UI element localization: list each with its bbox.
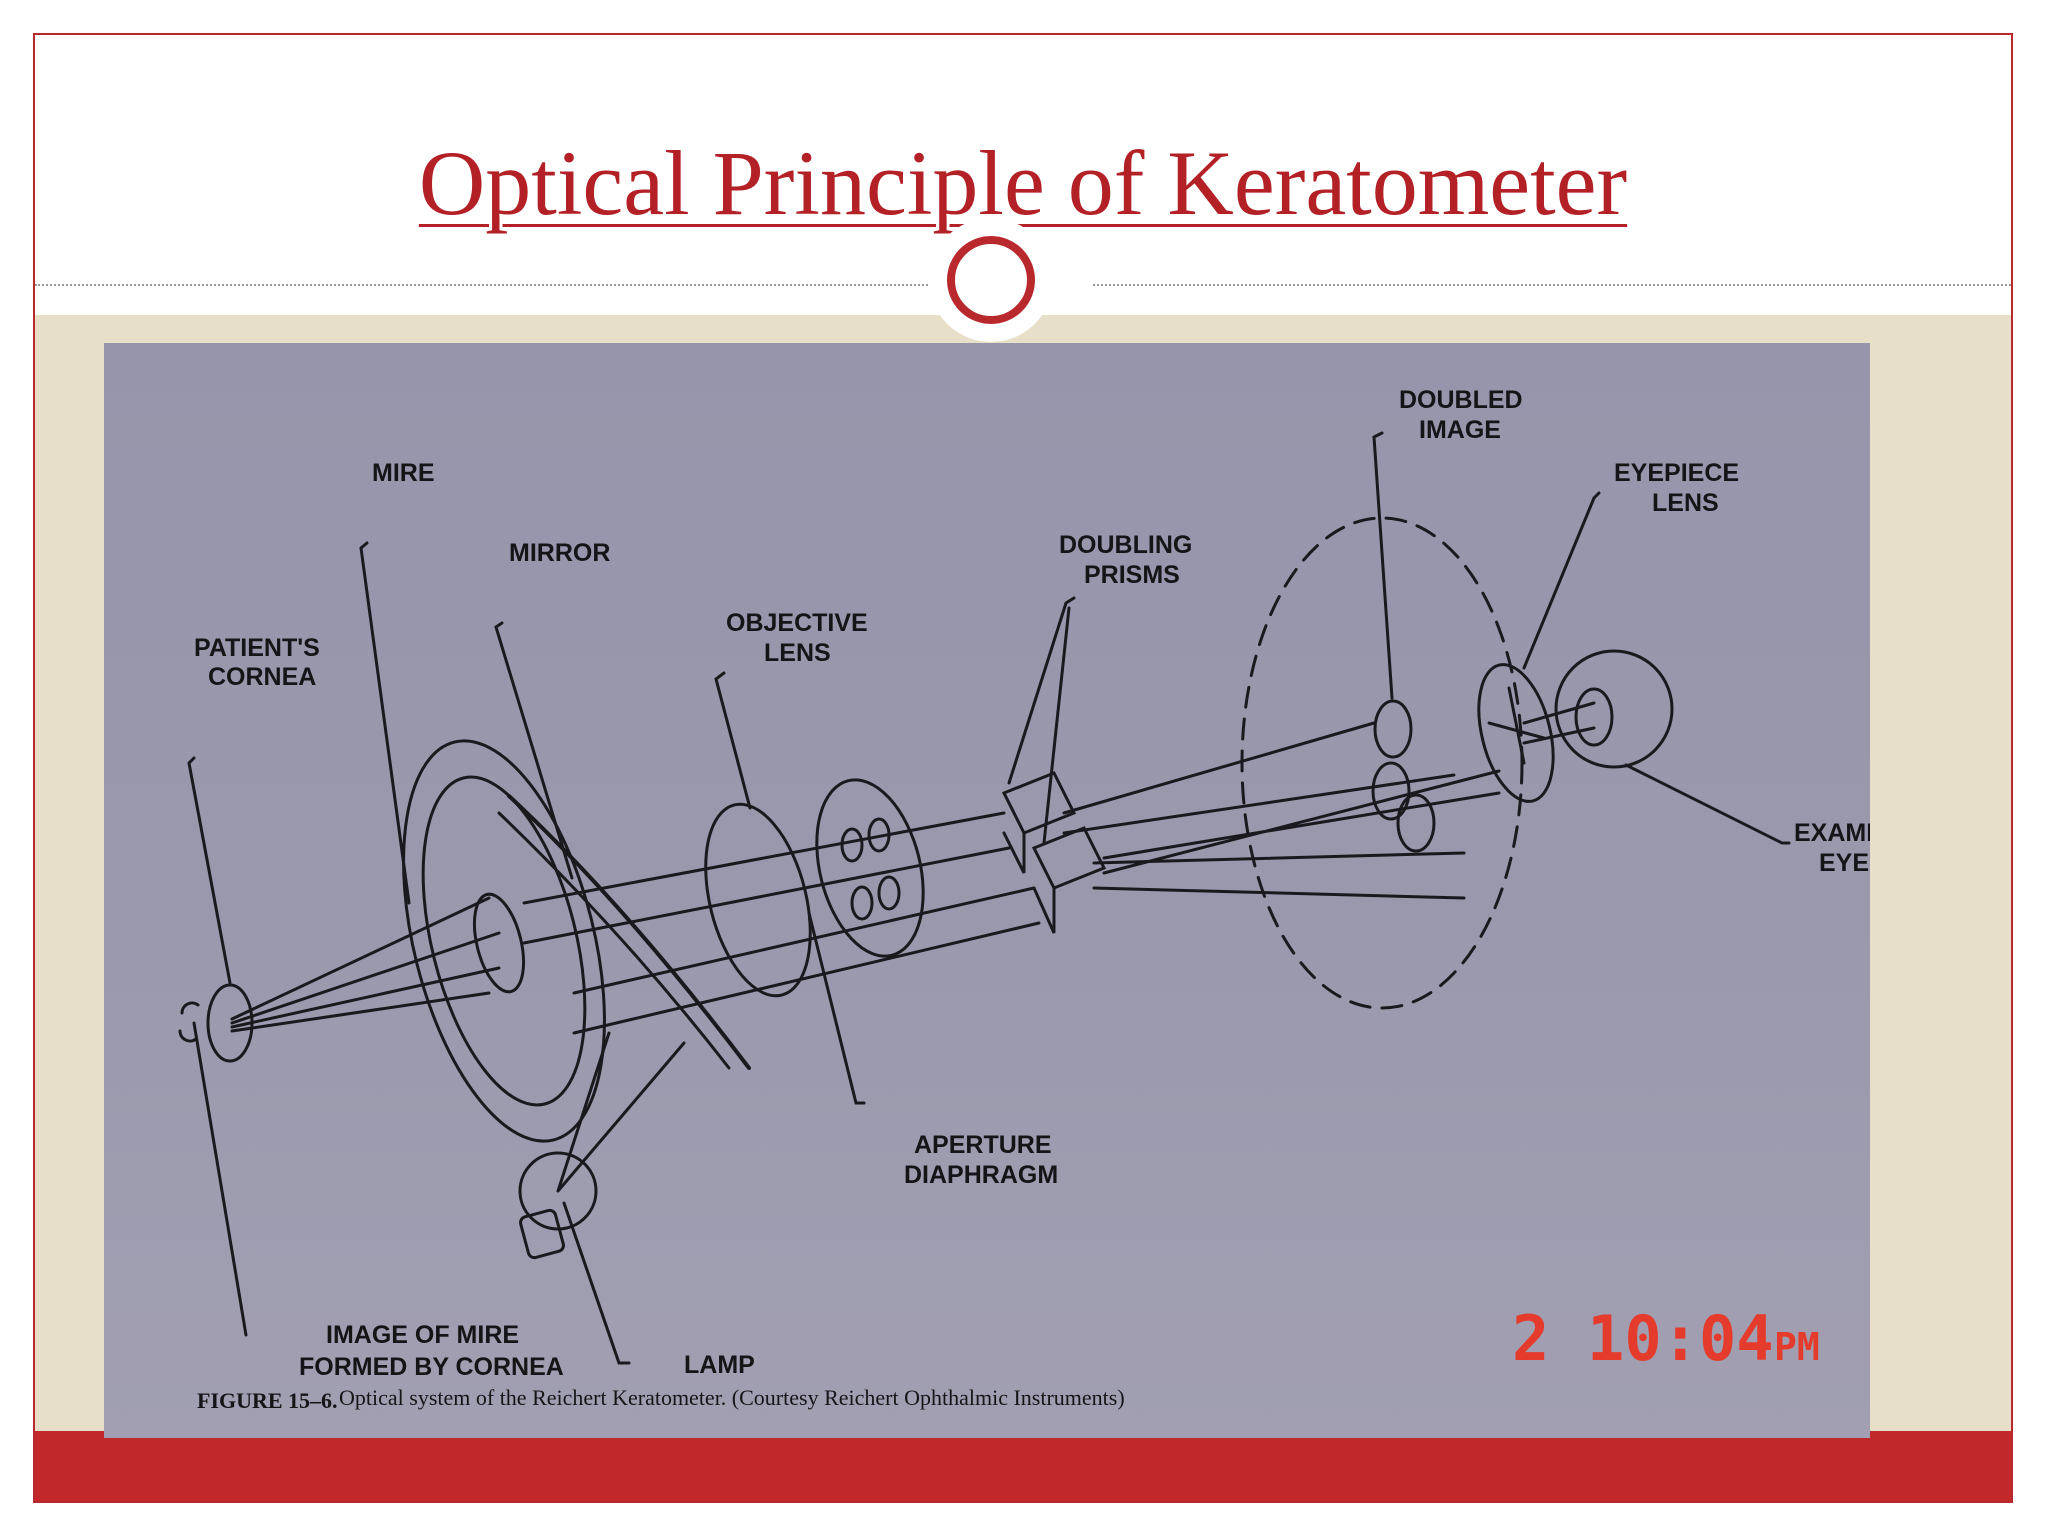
caption-label: FIGURE 15–6. [197,1388,338,1413]
label-aperture-diaphragm-1: APERTURE [914,1131,1052,1159]
timestamp-day: 2 [1512,1302,1549,1375]
cornea-rays [230,896,501,1033]
label-doubled-image-2: IMAGE [1419,416,1501,444]
label-aperture-diaphragm-2: DIAPHRAGM [904,1161,1058,1189]
image-rays [1062,721,1501,900]
leader-cornea [187,756,232,985]
divider-left [35,284,960,286]
examiner-eye-shape [1554,649,1674,769]
leader-lamp [562,1201,631,1365]
leader-mirror [494,621,574,880]
objective-lens-shape [704,802,812,998]
timestamp-time: 10:04 [1587,1302,1774,1375]
leader-mire [359,541,411,905]
leader-image-mire [192,1021,248,1337]
main-rays [522,811,1041,1035]
label-examiner-eye-1: EXAMINE [1794,819,1870,847]
label-objective-lens-1: OBJECTIVE [726,609,868,637]
slide-title: Optical Principle of Keratometer [418,132,1628,234]
timestamp-ampm: PM [1774,1325,1820,1369]
label-eyepiece-lens-2: LENS [1652,489,1719,517]
circle-ring-icon [947,236,1035,324]
caption-text: Optical system of the Reichert Keratomet… [339,1385,1125,1410]
label-examiner-eye-2: EYE [1819,849,1869,877]
label-patients-cornea-2: CORNEA [208,663,316,691]
doubling-prism-lower [1031,826,1107,934]
label-mirror: MIRROR [509,539,610,567]
label-image-of-mire-2: FORMED BY CORNEA [299,1353,564,1381]
divider-right [1093,284,2011,286]
footer-bar [35,1431,2011,1501]
label-doubling-prisms-2: PRISMS [1084,561,1180,589]
label-lamp: LAMP [684,1351,755,1379]
optical-diagram: MIRE MIRROR PATIENT'S CORNEA OBJECTIVE L… [178,386,1870,1413]
label-doubled-image-1: DOUBLED [1399,386,1523,414]
leader-eyepiece [1522,491,1601,670]
doubled-image-boundary [1240,516,1524,1010]
leader-prisms [1007,596,1076,845]
leader-doubled [1372,431,1394,700]
label-image-of-mire-1: IMAGE OF MIRE [326,1321,519,1349]
aperture-diaphragm-shape [815,778,925,958]
leader-objective [714,671,752,810]
label-eyepiece-lens-1: EYEPIECE [1614,459,1739,487]
label-mire: MIRE [372,459,435,487]
leader-aperture [807,911,866,1105]
doubling-prism-upper [1001,771,1077,874]
leader-examiner [1624,763,1791,845]
label-doubling-prisms-1: DOUBLING [1059,531,1192,559]
eyepiece-lens-shape [1477,663,1555,803]
mire-image-shape [178,1001,200,1043]
keratometer-figure: MIRE MIRROR PATIENT'S CORNEA OBJECTIVE L… [104,343,1870,1438]
label-objective-lens-2: LENS [764,639,831,667]
mire-disk [402,739,606,1143]
label-patients-cornea-1: PATIENT'S [194,634,320,662]
mirror-shape [507,794,751,1070]
